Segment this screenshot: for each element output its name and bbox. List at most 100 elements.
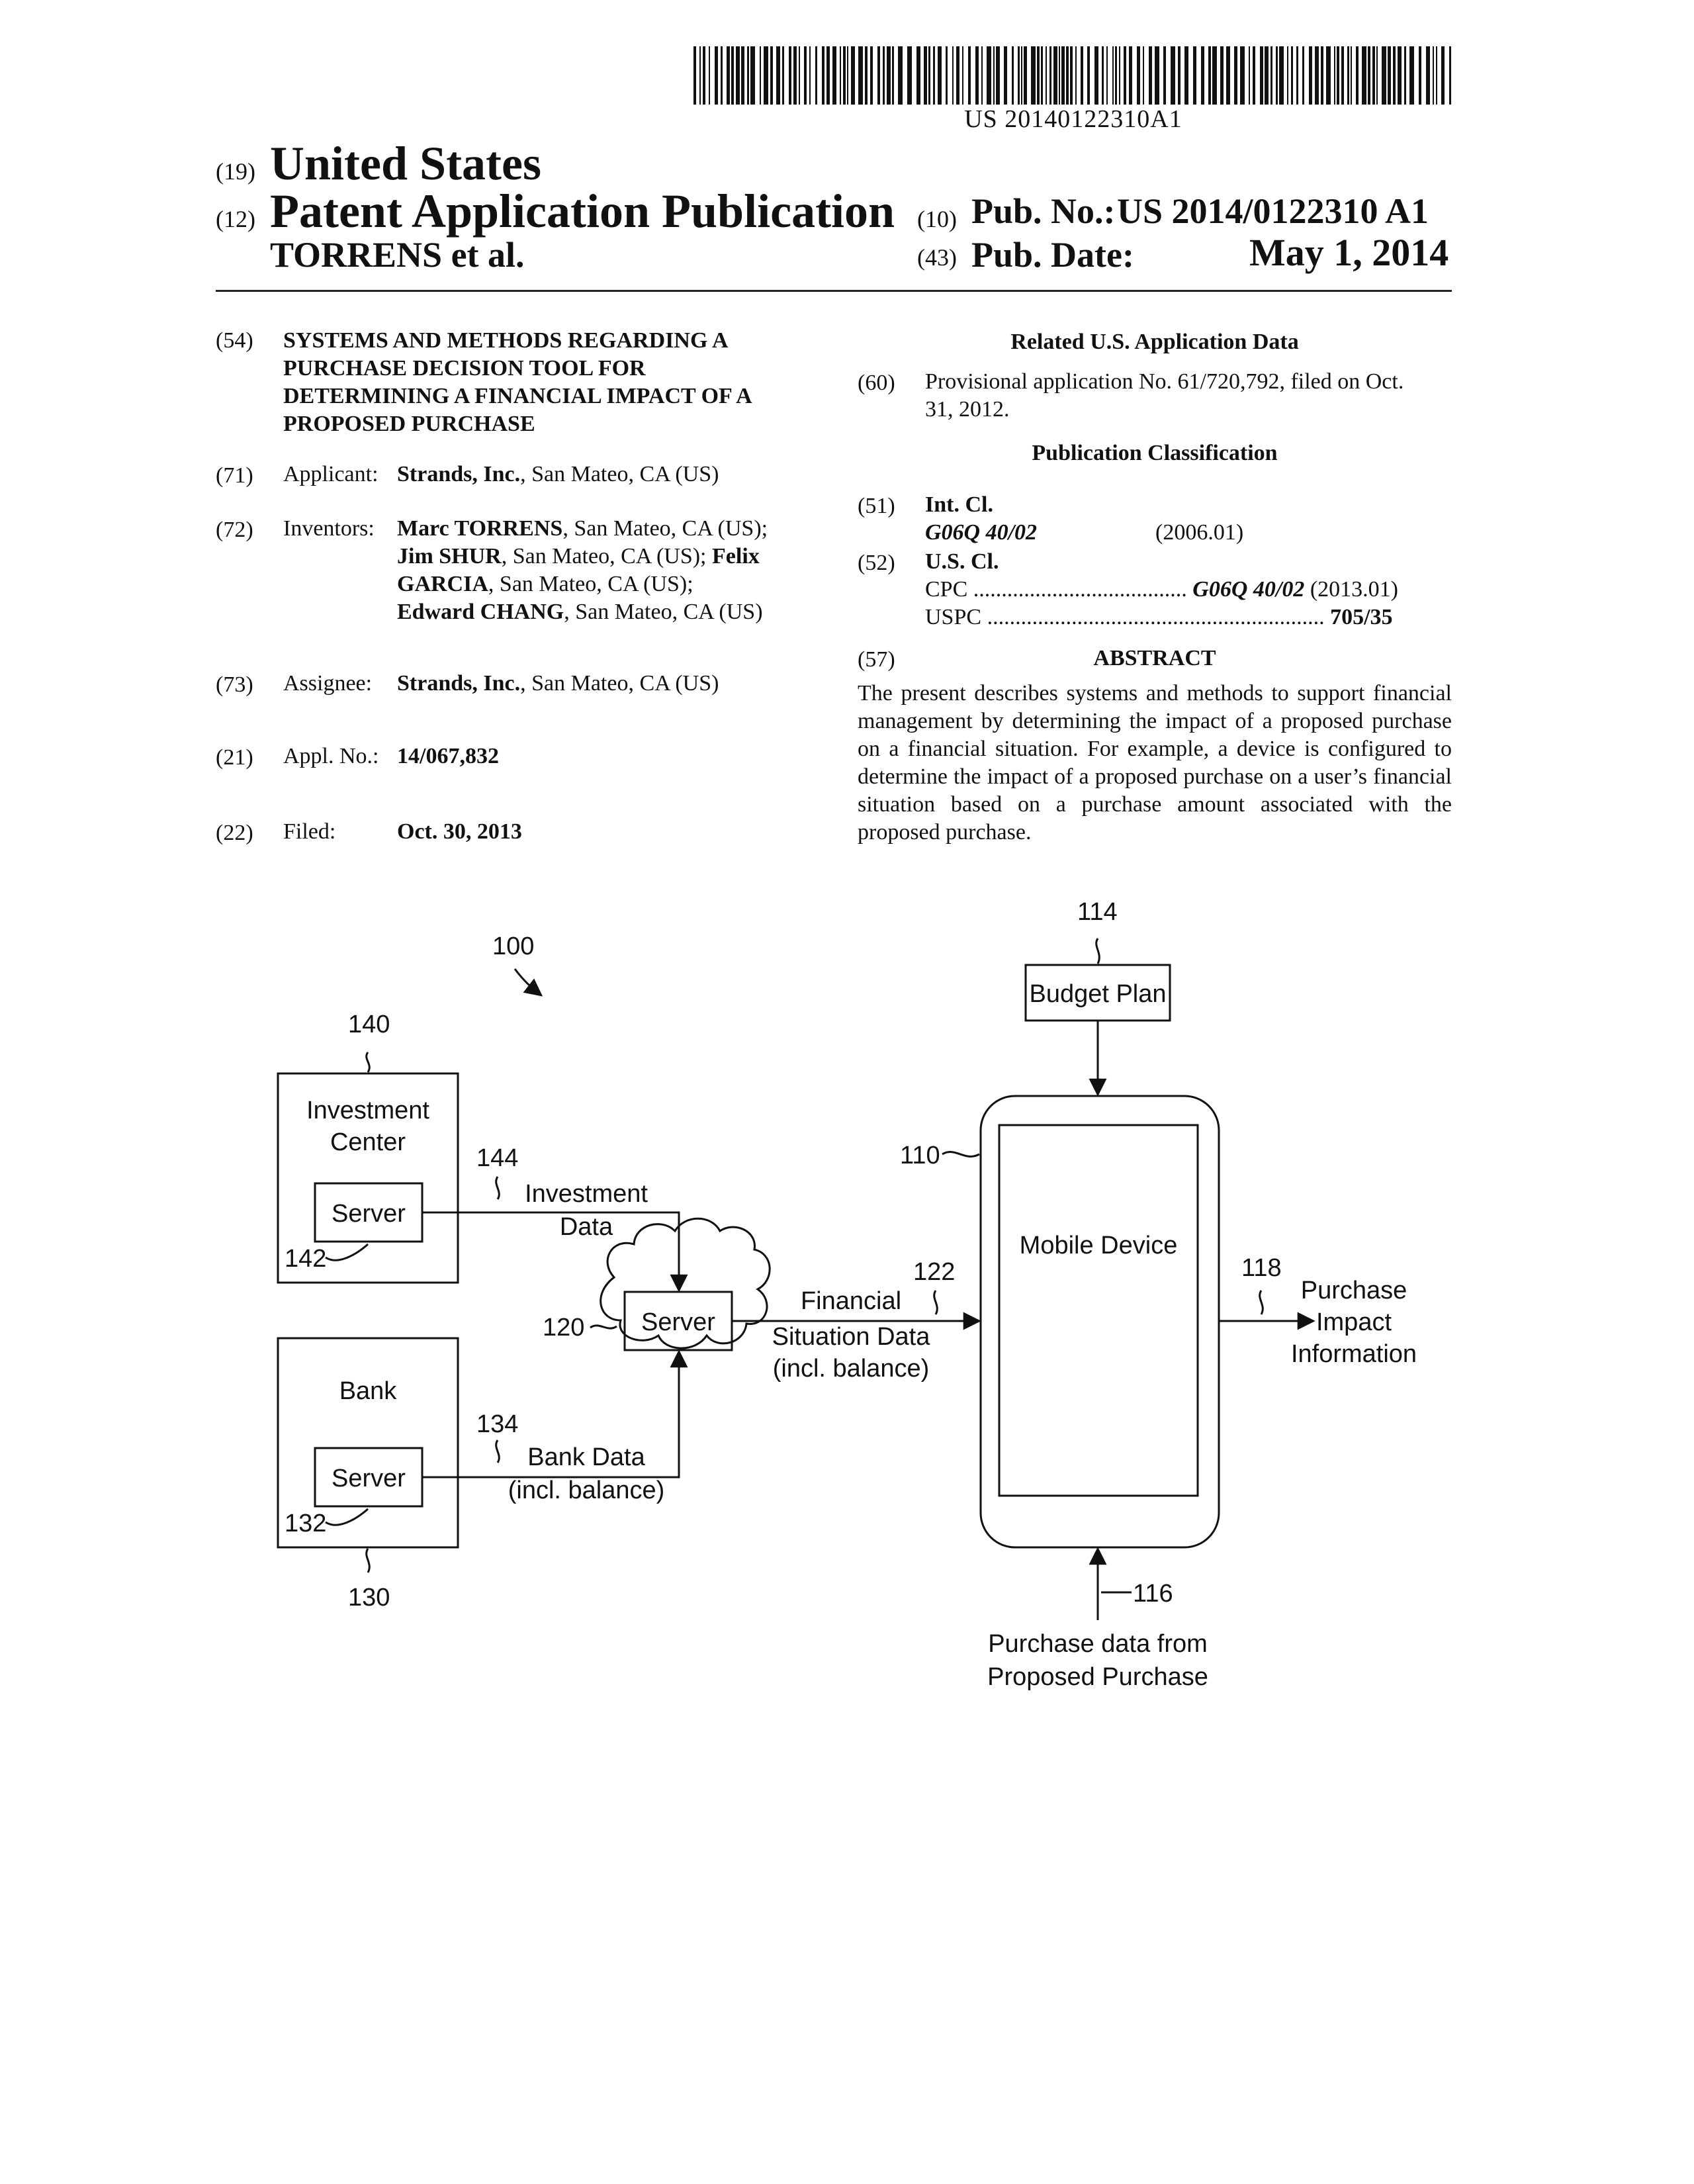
barcode-bar — [1326, 46, 1331, 105]
barcode-bar — [747, 46, 749, 105]
barcode-bar — [1119, 46, 1120, 105]
barcode-bar — [938, 46, 942, 105]
filed-date: Oct. 30, 2013 — [397, 818, 522, 846]
investment-center-box — [278, 1073, 458, 1283]
inventors-short: TORRENS et al. — [270, 234, 525, 275]
barcode-bar — [1018, 46, 1020, 105]
cpc-year: (2013.01) — [1304, 577, 1398, 602]
server-142-box — [315, 1183, 422, 1242]
barcode-bar — [1334, 46, 1335, 105]
barcode-bar — [1441, 46, 1445, 105]
applicant-location: , San Mateo, CA (US) — [520, 462, 719, 486]
uspc-dots: ........................................… — [987, 605, 1325, 629]
barcode-bar — [1201, 46, 1204, 105]
barcode-bar — [1260, 46, 1263, 105]
barcode-bar — [832, 46, 836, 105]
barcode-bar — [1291, 46, 1293, 105]
diagram-labels: 100 140 Investment Center Server 142 144… — [285, 898, 1417, 1691]
provisional-application: Provisional application No. 61/720,792, … — [925, 368, 1454, 424]
ref-140: 140 — [348, 1011, 390, 1038]
barcode-bar — [1024, 46, 1027, 105]
uspc-label: USPC — [925, 605, 981, 629]
barcode-bar — [1070, 46, 1073, 105]
financial-situation-label: Situation Data — [772, 1323, 931, 1351]
inventor-name: Marc TORRENS — [397, 516, 562, 541]
barcode-bar — [799, 46, 800, 105]
leader-100 — [515, 969, 541, 995]
assignee-name: Strands, Inc. — [397, 671, 520, 696]
ref-122: 122 — [913, 1258, 955, 1286]
barcode-bar — [715, 46, 718, 105]
barcode-bar — [1436, 46, 1437, 105]
barcode-bar — [1382, 46, 1386, 105]
inventor-location: , San Mateo, CA (US); — [502, 544, 707, 569]
leader-114 — [1096, 938, 1100, 964]
code-71: (71) — [216, 463, 253, 488]
bank-data-line — [422, 1351, 679, 1477]
barcode-bar — [1066, 46, 1069, 105]
code-10: (10) — [917, 205, 957, 233]
inventor-name: Felix — [712, 544, 760, 569]
investment-data-label: Data — [560, 1213, 613, 1241]
barcode-bar — [962, 46, 963, 105]
barcode-bar — [1362, 46, 1366, 105]
barcode-bar — [1106, 46, 1108, 105]
inventors-list: Marc TORRENS, San Mateo, CA (US); Jim SH… — [397, 515, 821, 626]
inventor-name: GARCIA — [397, 572, 488, 596]
related-heading: Related U.S. Application Data — [858, 328, 1452, 356]
appl-no: 14/067,832 — [397, 743, 499, 770]
intcl-code: G06Q 40/02 — [925, 519, 1037, 547]
barcode-bar — [1433, 46, 1434, 105]
barcode-bar — [968, 46, 971, 105]
ref-100: 100 — [492, 933, 534, 960]
barcode-bar — [1129, 46, 1132, 105]
barcode-bar — [782, 46, 784, 105]
barcode-bar — [1037, 46, 1040, 105]
barcode-bar — [727, 46, 730, 105]
barcode-bar — [770, 46, 773, 105]
purchase-impact-label: Impact — [1316, 1308, 1392, 1336]
code-43: (43) — [917, 244, 957, 271]
barcode-bar — [1419, 46, 1421, 105]
code-21: (21) — [216, 745, 253, 770]
barcode-bar — [975, 46, 979, 105]
barcode-bar — [1053, 46, 1057, 105]
barcode-bar — [1049, 46, 1051, 105]
barcode-bar — [736, 46, 740, 105]
code-72: (72) — [216, 518, 253, 543]
invention-title: SYSTEMS AND METHODS REGARDING A PURCHASE… — [283, 327, 813, 438]
barcode-bar — [1208, 46, 1211, 105]
barcode-bar — [1426, 46, 1430, 105]
barcode-bar — [1253, 46, 1255, 105]
abstract-heading: ABSTRACT — [858, 645, 1452, 672]
barcode-bar — [956, 46, 959, 105]
pub-date-label: Pub. Date: — [971, 234, 1134, 275]
mobile-device-outer — [981, 1096, 1219, 1547]
code-60: (60) — [858, 371, 895, 396]
barcode-bar — [1356, 46, 1359, 105]
cpc-dots: ...................................... — [973, 577, 1187, 602]
barcode-bar — [826, 46, 830, 105]
title-line: SYSTEMS AND METHODS REGARDING A — [283, 327, 813, 355]
leader-142 — [326, 1244, 368, 1260]
barcode-bar — [1376, 46, 1378, 105]
leader-132 — [326, 1509, 368, 1525]
barcode-bar — [1270, 46, 1272, 105]
barcode-bar — [952, 46, 954, 105]
cpc-label: CPC — [925, 577, 967, 602]
country: United States — [270, 136, 541, 191]
inventors-label: Inventors: — [283, 515, 375, 543]
barcode-bar — [1226, 46, 1230, 105]
barcode-bar — [1351, 46, 1352, 105]
barcode-bar — [1212, 46, 1217, 105]
barcode-bar — [887, 46, 891, 105]
barcode-bar — [898, 46, 903, 105]
barcode-bar — [760, 46, 761, 105]
budget-plan-box — [1026, 965, 1170, 1021]
barcode-bar — [1178, 46, 1181, 105]
barcode-bar — [699, 46, 701, 105]
leader-130 — [367, 1549, 370, 1572]
investment-center-label: Investment — [306, 1097, 429, 1124]
intcl-year: (2006.01) — [1155, 519, 1243, 547]
